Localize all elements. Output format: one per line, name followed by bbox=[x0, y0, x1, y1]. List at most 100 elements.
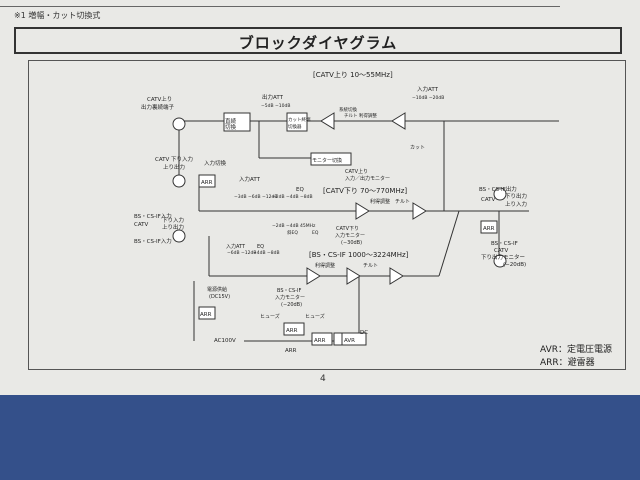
out-bscs-2: CATV bbox=[481, 197, 496, 203]
legend: AVR：定電圧電源 ARR：避雷器 bbox=[540, 344, 612, 370]
bscs-in-4: 上り出力 bbox=[162, 223, 184, 231]
out-jack-1 bbox=[493, 187, 507, 201]
gain-adj-bs: 利得調整 bbox=[315, 262, 335, 269]
arr-box-1 bbox=[198, 174, 216, 188]
tilt-bs: チルト bbox=[363, 263, 378, 269]
bscs-in-5: BS・CS-IF入力 bbox=[134, 237, 172, 245]
catv-up-monitor-2: 入力／出力モニター bbox=[345, 175, 390, 182]
in-att-down-label: 入力ATT bbox=[239, 175, 261, 183]
out-bscs-3: 下り出力 bbox=[505, 192, 527, 200]
arr-box-3 bbox=[283, 322, 305, 336]
fuse-label-2: ヒューズ bbox=[305, 313, 325, 320]
band-catv-up: [CATV上り 10〜55MHz] bbox=[313, 70, 393, 79]
monitor-switch-label: モニター切換 bbox=[312, 157, 342, 164]
legend-avr: AVR：定電圧電源 bbox=[540, 345, 612, 355]
cut-switch-label-2: 切換器 bbox=[288, 123, 302, 130]
in-att-up-label: 入力ATT bbox=[417, 85, 439, 93]
direct-switch-label: 直続 bbox=[225, 117, 237, 125]
in-att-bs-values: −6dB −12dB bbox=[227, 250, 256, 256]
out-bscs-1: BS・CS-IF出力 bbox=[479, 185, 517, 193]
in-att-down-values: −3dB −6dB −12dB bbox=[234, 194, 277, 200]
arr-label-2: ARR bbox=[200, 312, 212, 318]
out-mon-4: (−20dB) bbox=[503, 262, 526, 268]
catv-down-monitor-1: CATV下り bbox=[336, 226, 359, 232]
down-amp-1 bbox=[355, 202, 370, 220]
tilt-down: チルト bbox=[395, 199, 410, 205]
catv-down-monitor-3: (−30dB) bbox=[341, 240, 362, 246]
arr-box-6 bbox=[480, 220, 498, 234]
background-surface bbox=[0, 395, 640, 480]
eq2-values: −2dB −4dB 45MHz bbox=[272, 223, 316, 229]
cut-switch-label-1: カット終端 bbox=[288, 116, 311, 123]
bs-monitor-2: 入力モニター bbox=[275, 294, 305, 301]
eq-label: EQ bbox=[296, 187, 304, 193]
fuse-label-1: ヒューズ bbox=[260, 313, 280, 320]
out-mon-3: 下り出力モニター bbox=[481, 253, 525, 261]
band-bscs: [BS・CS-IF 1000〜3224MHz] bbox=[309, 251, 409, 259]
monitor-switch-box bbox=[310, 152, 352, 166]
gain-adj-down: 利得調整 bbox=[370, 198, 390, 205]
catv-up-out-label-1: CATV上り bbox=[147, 95, 172, 103]
bs-monitor-3: (−20dB) bbox=[281, 302, 302, 308]
arr-label-6: ARR bbox=[483, 226, 495, 232]
cut-label: カット bbox=[410, 145, 425, 151]
ac100-label: AC100V bbox=[214, 338, 236, 344]
out-mon-1: BS・CS-IF bbox=[491, 241, 518, 247]
bscs-in-2: CATV bbox=[134, 222, 149, 228]
eq-values: −2dB −4dB −8dB bbox=[272, 194, 313, 200]
eq-bs-label: EQ bbox=[257, 244, 264, 250]
block-diagram: [CATV上り 10〜55MHz] [CATV下り 70〜770MHz] [BS… bbox=[134, 70, 559, 354]
out-att-values: −5dB −10dB bbox=[261, 103, 290, 109]
bs-join-line bbox=[438, 210, 460, 277]
direct-switch-box bbox=[223, 112, 251, 132]
band-catv-down: [CATV下り 70〜770MHz] bbox=[323, 187, 407, 195]
up-amp-2 bbox=[391, 112, 406, 130]
bs-amp-3 bbox=[389, 267, 404, 285]
top-rule bbox=[0, 6, 560, 7]
arr-label-5: ARR bbox=[285, 348, 297, 354]
cut-switch-box bbox=[286, 112, 308, 132]
bscs-in-3: 下り入力 bbox=[162, 216, 184, 224]
section-title: ブロックダイヤグラム bbox=[238, 34, 398, 52]
out-mon-2: CATV bbox=[494, 248, 509, 254]
block-diagram-frame: [CATV上り 10〜55MHz] [CATV下り 70〜770MHz] [BS… bbox=[28, 60, 626, 370]
in-att-bs-label: 入力ATT bbox=[226, 243, 246, 250]
in-att-up-values: −10dB −20dB bbox=[412, 95, 444, 101]
tilt-gain-label: チルト 利得調整 bbox=[344, 112, 377, 119]
bs-amp-1 bbox=[306, 267, 321, 285]
power-label-2: (DC15V) bbox=[209, 294, 230, 300]
down-amp-2 bbox=[412, 202, 427, 220]
bscs-in-1: BS・CS-IF入力 bbox=[134, 212, 172, 220]
section-title-box: ブロックダイヤグラム bbox=[14, 27, 622, 54]
power-label-1: 電源供給 bbox=[207, 286, 227, 293]
catv-up-out-label-2: 出力裏続端子 bbox=[141, 103, 175, 111]
catv-up-out-jack bbox=[172, 117, 186, 131]
catv-up-monitor-1: CATV上り bbox=[345, 168, 368, 175]
arr-label-4: ARR bbox=[314, 338, 326, 344]
avr-box bbox=[341, 332, 367, 346]
dc-label: DC bbox=[360, 330, 368, 336]
out-att-label: 出力ATT bbox=[262, 93, 284, 101]
up-amp-1 bbox=[320, 112, 335, 130]
direct-switch-label-2: 切換 bbox=[225, 123, 237, 131]
catv-down-in-2: 上り出力 bbox=[163, 163, 185, 171]
legend-arr: ARR：避雷器 bbox=[540, 358, 595, 368]
system-switch-label: 系統切換 bbox=[339, 106, 357, 113]
bs-monitor-1: BS・CS-IF bbox=[277, 288, 301, 294]
catv-down-monitor-2: 入力モニター bbox=[335, 232, 365, 239]
bs-amp-2 bbox=[346, 267, 361, 285]
page-number: 4 bbox=[320, 374, 326, 384]
footnote: ※1 増幅・カット切換式 bbox=[14, 11, 101, 20]
arr-label-1: ARR bbox=[201, 180, 213, 186]
eq4-label: EQ bbox=[312, 230, 319, 236]
eq-bs-values: −4dB −8dB bbox=[253, 250, 280, 256]
arr-box-2 bbox=[198, 306, 216, 320]
bscs-in-jack bbox=[172, 229, 186, 243]
eq3-label: 斜EQ bbox=[287, 229, 298, 236]
arr-label-3: ARR bbox=[286, 328, 298, 334]
catv-down-in-jack bbox=[172, 174, 186, 188]
input-switch-label: 入力切換 bbox=[204, 159, 227, 167]
out-bscs-4: 上り入力 bbox=[505, 200, 527, 208]
out-jack-2 bbox=[493, 254, 507, 268]
catv-down-in-1: CATV 下り入力 bbox=[155, 155, 193, 163]
